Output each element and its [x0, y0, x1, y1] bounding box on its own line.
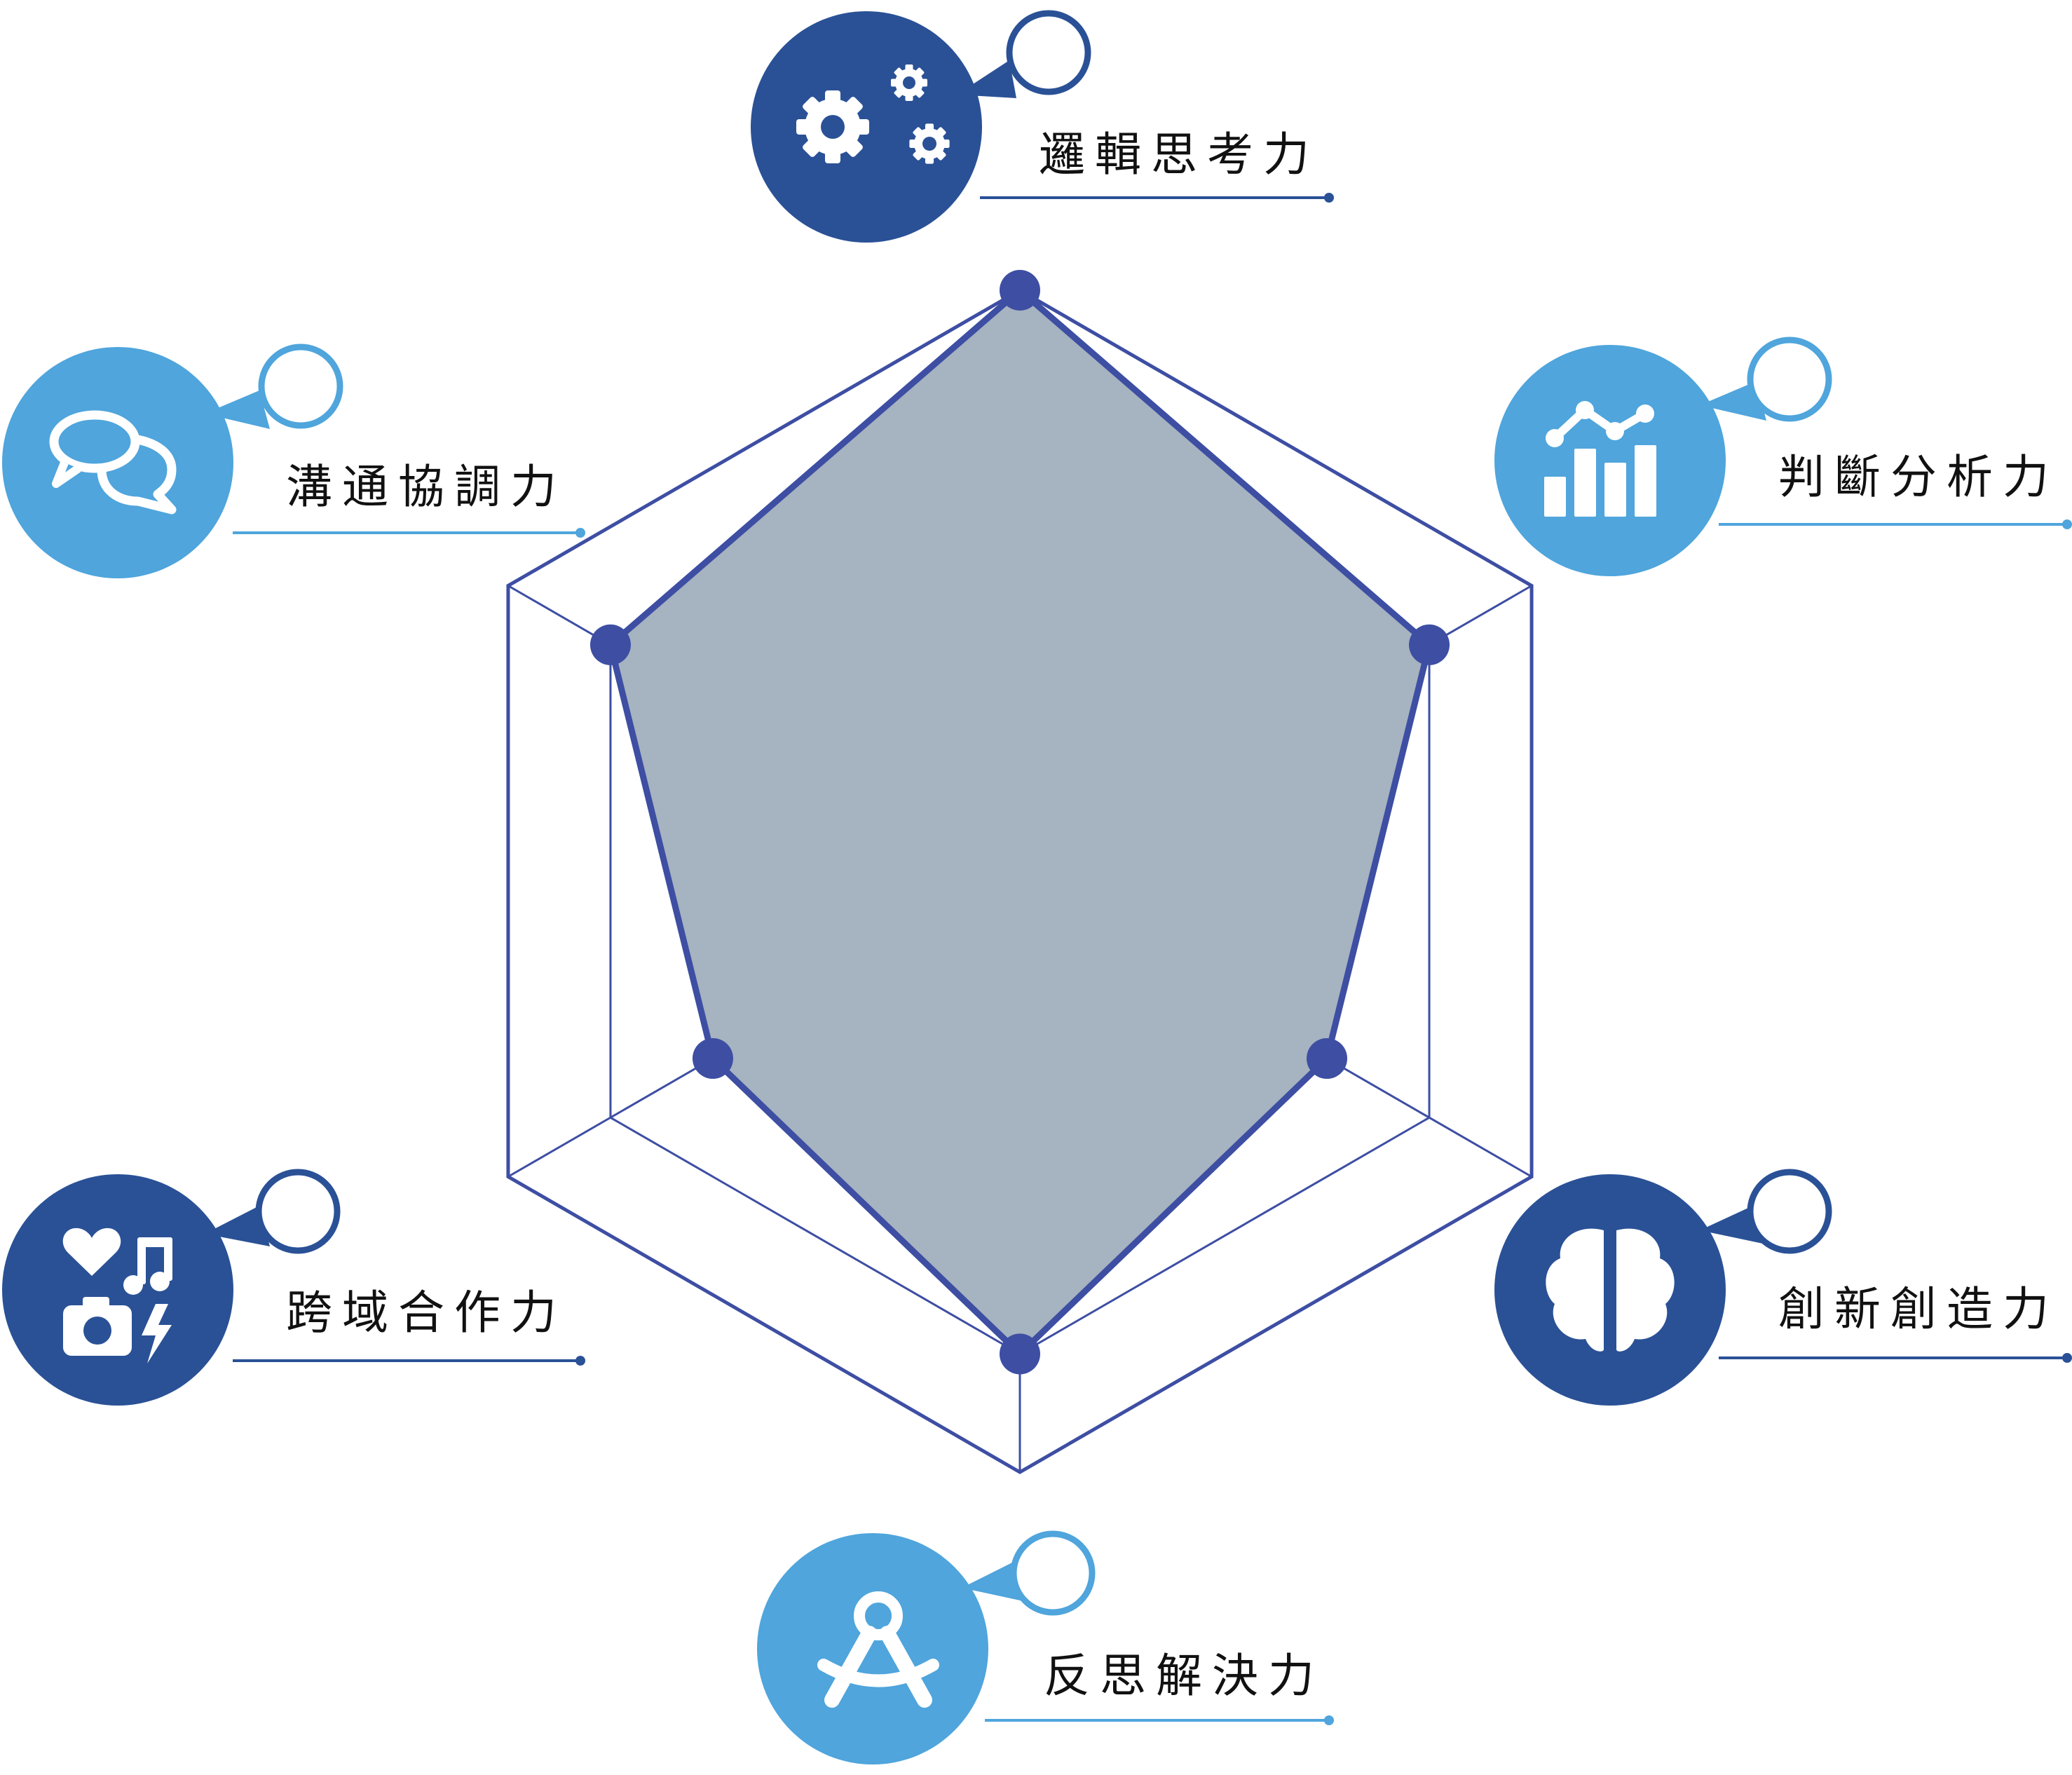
callout-logic: 邏輯思考力 [751, 10, 1334, 243]
series-area [607, 287, 1433, 1357]
compass-icon [817, 1591, 939, 1708]
callout-ring [255, 1169, 341, 1254]
underline-dot [1324, 1715, 1334, 1725]
callout-circle [1494, 1174, 1726, 1406]
callout-ring [258, 344, 343, 429]
data-point [1409, 624, 1450, 665]
radar-series [589, 270, 1450, 1375]
data-point [692, 1038, 733, 1079]
underline-dot [575, 1356, 585, 1366]
data-point [1307, 1038, 1348, 1079]
underline-dot [575, 528, 585, 538]
callout-ring [1747, 1169, 1832, 1254]
callout-label: 反思解決力 [1044, 1649, 1324, 1703]
callout-communication: 溝通協調力 [2, 344, 585, 578]
callout-circle [757, 1533, 988, 1764]
callout-label: 創新創造力 [1778, 1282, 2059, 1336]
bubble-tail [962, 1560, 1023, 1601]
gears-icon [796, 64, 950, 164]
underline-dot [2062, 1353, 2072, 1363]
callout-ring [1010, 1530, 1096, 1616]
underline-dot [1324, 193, 1334, 203]
data-point [589, 624, 631, 665]
bubble-tail [205, 390, 270, 429]
underline-dot [2062, 519, 2072, 529]
callout-circle [2, 1174, 233, 1406]
bar-line-chart-icon [1544, 401, 1656, 517]
callout-label: 溝通協調力 [286, 460, 566, 514]
callout-label: 跨域合作力 [286, 1286, 566, 1340]
callout-label: 邏輯思考力 [1039, 128, 1319, 182]
hobbies-icon [62, 1227, 172, 1363]
brain-icon [1546, 1228, 1675, 1352]
callout-ring [1747, 336, 1832, 422]
callout-reflection: 反思解決力 [757, 1530, 1334, 1764]
callout-ring [1006, 10, 1091, 95]
data-point [1000, 1333, 1040, 1375]
callout-circle [1494, 345, 1726, 576]
chat-bubbles-icon [49, 410, 177, 515]
bubble-tail [205, 1206, 270, 1246]
data-point [1000, 270, 1040, 311]
callout-collaboration: 跨域合作力 [2, 1169, 585, 1406]
callout-analysis: 判斷分析力 [1494, 336, 2072, 576]
callout-innovation: 創新創造力 [1494, 1169, 2072, 1406]
callout-label: 判斷分析力 [1778, 450, 2059, 504]
